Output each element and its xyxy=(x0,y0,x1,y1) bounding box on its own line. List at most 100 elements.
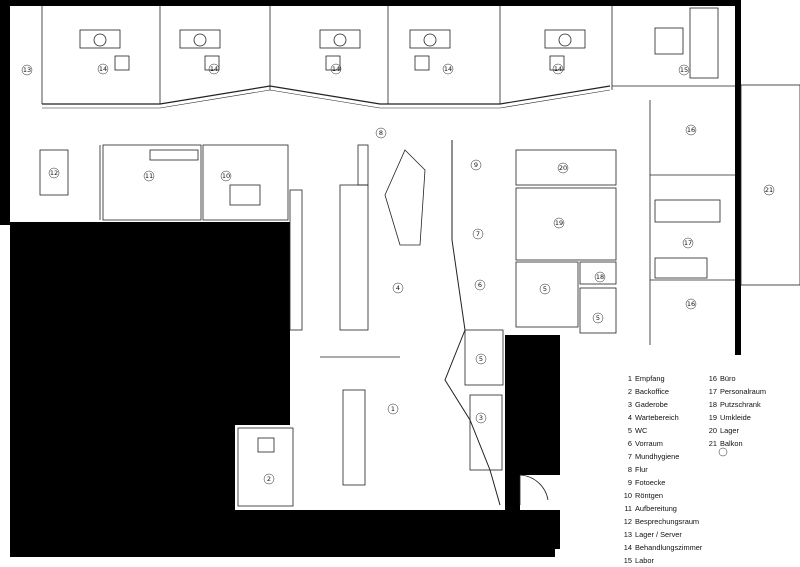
plan-label-17: 17 xyxy=(684,239,692,247)
label-circle-20 xyxy=(557,162,569,174)
label-circle-16b xyxy=(685,298,697,310)
label-circle-14a xyxy=(97,63,109,75)
label-circle-6 xyxy=(474,279,486,291)
label-circle-13 xyxy=(21,64,33,76)
lab-bench xyxy=(654,27,684,55)
plan-label-3: 3 xyxy=(479,414,483,422)
room-10-walls xyxy=(202,144,289,221)
plan-label-5a: 5 xyxy=(479,355,483,363)
label-circle-21 xyxy=(763,184,775,196)
treatment-unit-14e xyxy=(544,29,586,71)
plan-label-8: 8 xyxy=(379,129,383,137)
room-5b-walls xyxy=(515,261,579,328)
label-circle-5c xyxy=(592,312,604,324)
label-circle-7 xyxy=(472,228,484,240)
plan-label-13: 13 xyxy=(23,66,31,74)
label-circle-10 xyxy=(220,170,232,182)
counter-left xyxy=(289,189,303,331)
label-circle-16a xyxy=(685,124,697,136)
label-circle-3 xyxy=(475,412,487,424)
exterior-wall-left-top xyxy=(0,0,10,225)
plan-label-4: 4 xyxy=(396,284,400,292)
room-11-walls xyxy=(102,144,202,221)
north-marker-circle xyxy=(718,447,728,457)
lab-counter xyxy=(689,7,719,79)
treatment-unit-14a xyxy=(79,29,130,71)
plan-label-16a: 16 xyxy=(687,126,695,134)
room-5c-walls xyxy=(579,287,617,334)
plan-label-10: 10 xyxy=(222,172,230,180)
curved-partition xyxy=(444,140,501,506)
label-circle-5a xyxy=(475,353,487,365)
label-circle-5b xyxy=(539,283,551,295)
staff-table xyxy=(654,199,721,223)
exterior-wall-top xyxy=(0,0,740,6)
plan-label-1: 1 xyxy=(391,405,395,413)
plan-label-16b: 16 xyxy=(687,300,695,308)
plan-label-14d: 14 xyxy=(444,65,452,73)
neighbour-solid-area xyxy=(10,222,560,549)
plan-label-14a: 14 xyxy=(99,65,107,73)
stair-solid-area xyxy=(505,335,560,510)
label-circle-1 xyxy=(387,403,399,415)
room-5a-walls xyxy=(464,329,504,386)
plan-label-9: 9 xyxy=(474,161,478,169)
label-circle-11 xyxy=(143,170,155,182)
room-2-walls xyxy=(237,427,294,507)
label-circle-15 xyxy=(678,64,690,76)
plan-label-19: 19 xyxy=(555,219,563,227)
plan-label-14b: 14 xyxy=(210,65,218,73)
meeting-table xyxy=(39,149,69,196)
label-circle-14c xyxy=(330,63,342,75)
plan-label-15: 15 xyxy=(680,66,688,74)
corridor-wall-upper xyxy=(42,85,611,105)
room-3-walls xyxy=(469,394,503,471)
treatment-unit-14d xyxy=(409,29,451,71)
label-circle-14b xyxy=(208,63,220,75)
plan-label-14c: 14 xyxy=(332,65,340,73)
plan-label-14e: 14 xyxy=(554,65,562,73)
treatment-unit-14b xyxy=(179,29,221,71)
label-circle-8 xyxy=(375,127,387,139)
label-circle-12 xyxy=(48,167,60,179)
plan-label-7: 7 xyxy=(476,230,480,238)
backoffice-desk xyxy=(257,437,275,453)
exterior-wall-right xyxy=(735,0,741,355)
xray-unit xyxy=(229,184,261,206)
room-18-walls xyxy=(579,261,617,285)
plan-label-2: 2 xyxy=(267,475,271,483)
label-circle-14e xyxy=(552,63,564,75)
room-20-walls xyxy=(515,149,617,186)
reception-desk xyxy=(342,389,366,486)
kitchen-counter xyxy=(654,257,708,279)
entrance-door xyxy=(519,474,549,501)
label-circle-18 xyxy=(594,271,606,283)
plan-label-6: 6 xyxy=(478,281,482,289)
label-circle-2 xyxy=(263,473,275,485)
label-circle-9 xyxy=(470,159,482,171)
corridor-wall-upper-2 xyxy=(42,89,611,109)
room-19-walls xyxy=(515,187,617,261)
label-circle-14d xyxy=(442,63,454,75)
plan-label-5b: 5 xyxy=(543,285,547,293)
plan-label-20: 20 xyxy=(559,164,567,172)
